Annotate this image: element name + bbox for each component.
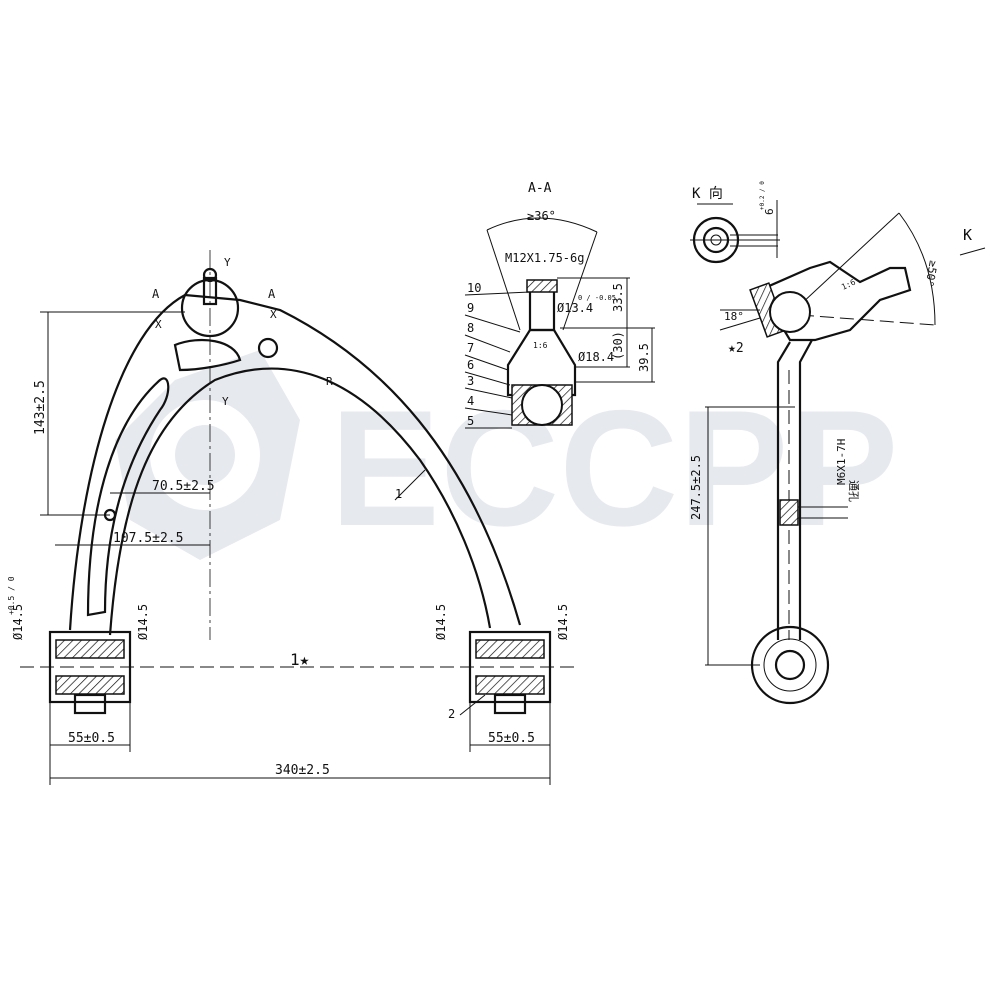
part-number: 7 bbox=[467, 341, 474, 355]
section-mark-a: A bbox=[268, 287, 276, 301]
dim-30: (30) bbox=[611, 331, 625, 360]
part-number: 4 bbox=[467, 394, 474, 408]
watermark: ECCPP bbox=[115, 350, 898, 560]
k-dim-tol: +0.2 / 0 bbox=[759, 181, 766, 210]
section-thread: M12X1.75-6g bbox=[505, 251, 584, 265]
k-dim: 6 bbox=[763, 208, 776, 215]
dim-bush-dia-4: Ø14.5 bbox=[556, 604, 570, 640]
part-number: 6 bbox=[467, 358, 474, 372]
part-number: 10 bbox=[467, 281, 481, 295]
k-arrow-label: K bbox=[963, 226, 972, 244]
axis-y-label: Y bbox=[224, 256, 231, 269]
thread-spec: M6X1-7H bbox=[835, 439, 848, 485]
dim-bush-width-right: 55±0.5 bbox=[488, 731, 535, 746]
section-dia-body: Ø18.4 bbox=[578, 350, 614, 364]
part-number: 3 bbox=[467, 374, 474, 388]
dim-offset-large: 107.5±2.5 bbox=[113, 531, 183, 546]
axis-y-label: Y bbox=[222, 395, 229, 408]
watermark-text: ECCPP bbox=[330, 376, 898, 560]
part-number-list: 10 9 8 7 6 3 4 5 bbox=[467, 281, 481, 428]
part-number-1: 1 bbox=[395, 487, 402, 501]
section-angle: ≥36° bbox=[527, 209, 556, 223]
stabilizer-link-side-view bbox=[690, 200, 986, 705]
section-taper: 1:6 bbox=[533, 341, 548, 350]
leader-lines bbox=[464, 291, 531, 429]
control-arm-main-view bbox=[20, 250, 580, 785]
cone-angle: ≥50° bbox=[922, 259, 939, 287]
part-number: 5 bbox=[467, 414, 474, 428]
dim-bush-tol: +0.5 / 0 bbox=[7, 576, 16, 615]
k-view-title: K 向 bbox=[692, 186, 723, 202]
ball-joint-section bbox=[464, 217, 655, 429]
section-title: A-A bbox=[528, 181, 552, 196]
dim-bush-dia-1: Ø14.5 bbox=[11, 604, 25, 640]
section-dia-pin: Ø13.4 bbox=[557, 301, 593, 315]
dim-bush-width-left: 55±0.5 bbox=[68, 731, 115, 746]
through-hole-note: 通孔 bbox=[847, 480, 860, 502]
part-number: 9 bbox=[467, 301, 474, 315]
dim-bush-dia-2: Ø14.5 bbox=[136, 604, 150, 640]
axis-x-label: X bbox=[155, 318, 162, 331]
dim-offset-small: 70.5±2.5 bbox=[152, 479, 215, 494]
dim-39-5: 39.5 bbox=[637, 343, 651, 372]
dim-link-length: 247.5±2.5 bbox=[689, 455, 703, 520]
r-label: R bbox=[326, 375, 333, 388]
star-mark-2: ★2 bbox=[728, 341, 744, 356]
axis-x-label: X bbox=[270, 308, 277, 321]
tilt-angle: 18° bbox=[724, 310, 744, 323]
part-number-2: 2 bbox=[448, 707, 455, 721]
dim-33-5: 33.5 bbox=[611, 283, 625, 312]
dim-overall-length: 340±2.5 bbox=[275, 763, 330, 778]
star-mark-1: 1★ bbox=[290, 650, 310, 669]
section-mark-a: A bbox=[152, 287, 160, 301]
part-number: 8 bbox=[467, 321, 474, 335]
dim-bush-dia-3: Ø14.5 bbox=[434, 604, 448, 640]
dim-height: 143±2.5 bbox=[33, 380, 48, 435]
section-dia-pin-tol: 0 / -0.05 bbox=[578, 294, 616, 302]
